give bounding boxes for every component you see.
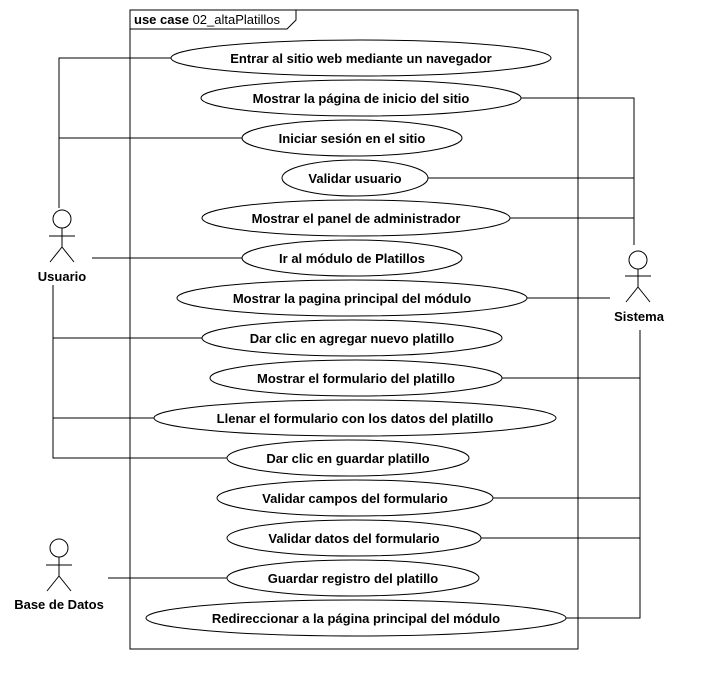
use-case-label: Validar datos del formulario <box>268 531 439 546</box>
actor-label: Base de Datos <box>14 597 104 612</box>
use-case-label: Mostrar la pagina principal del módulo <box>233 291 471 306</box>
assoc-usuario-llenar <box>52 338 155 419</box>
use-case-label: Mostrar el panel de administrador <box>252 211 461 226</box>
actor-base-datos[interactable]: Base de Datos <box>14 538 104 612</box>
use-case-label: Ir al módulo de Platillos <box>279 251 425 266</box>
actor-usuario[interactable]: Usuario <box>38 209 86 284</box>
use-case-label: Llenar el formulario con los datos del p… <box>217 411 494 426</box>
use-case-label: Dar clic en guardar platillo <box>266 451 429 466</box>
use-case-label: Validar campos del formulario <box>262 491 448 506</box>
use-case-agregar-platillo[interactable]: Dar clic en agregar nuevo platillo <box>201 319 503 357</box>
assoc-sistema-formulario <box>566 330 641 619</box>
assoc-usuario-guardar <box>52 418 228 459</box>
use-case-label: Mostrar la página de inicio del sitio <box>253 91 470 106</box>
assoc-sistema-mostrar-inicio <box>521 97 635 245</box>
use-case-pagina-modulo[interactable]: Mostrar la pagina principal del módulo <box>176 279 528 317</box>
use-case-panel-admin[interactable]: Mostrar el panel de administrador <box>201 199 511 237</box>
stick-figure-icon <box>625 250 651 303</box>
frame-tab <box>130 10 297 30</box>
use-case-iniciar-sesion[interactable]: Iniciar sesión en el sitio <box>241 119 463 157</box>
frame-title: use case 02_altaPlatillos <box>134 12 281 27</box>
system-frame: use case 02_altaPlatillos <box>129 9 579 650</box>
use-case-label: Mostrar el formulario del platillo <box>257 371 455 386</box>
use-cases: Entrar al sitio web mediante un navegado… <box>145 39 567 637</box>
use-case-llenar-formulario[interactable]: Llenar el formulario con los datos del p… <box>153 399 557 437</box>
use-case-entrar-sitio[interactable]: Entrar al sitio web mediante un navegado… <box>170 39 552 77</box>
use-case-label: Entrar al sitio web mediante un navegado… <box>230 51 492 66</box>
use-case-guardar-registro[interactable]: Guardar registro del platillo <box>226 559 480 597</box>
stick-figure-icon <box>49 209 75 263</box>
use-case-mostrar-formulario[interactable]: Mostrar el formulario del platillo <box>209 359 503 397</box>
associations <box>52 57 641 619</box>
actor-label: Sistema <box>614 309 665 324</box>
use-case-label: Guardar registro del platillo <box>268 571 439 586</box>
actor-label: Usuario <box>38 269 86 284</box>
use-case-guardar-platillo[interactable]: Dar clic en guardar platillo <box>226 439 470 477</box>
use-case-mostrar-inicio[interactable]: Mostrar la página de inicio del sitio <box>200 79 522 117</box>
stick-figure-icon <box>46 538 72 592</box>
use-case-label: Validar usuario <box>308 171 401 186</box>
use-case-redireccionar[interactable]: Redireccionar a la página principal del … <box>145 599 567 637</box>
assoc-usuario-dar-clic-agregar <box>52 285 203 339</box>
use-case-validar-usuario[interactable]: Validar usuario <box>281 159 429 197</box>
assoc-usuario-entrar <box>58 57 172 208</box>
use-case-label: Redireccionar a la página principal del … <box>212 611 500 626</box>
use-case-ir-modulo[interactable]: Ir al módulo de Platillos <box>241 239 463 277</box>
actor-sistema[interactable]: Sistema <box>614 250 665 324</box>
use-case-validar-datos[interactable]: Validar datos del formulario <box>226 519 482 557</box>
use-case-label: Dar clic en agregar nuevo platillo <box>250 331 455 346</box>
use-case-validar-campos[interactable]: Validar campos del formulario <box>216 479 494 517</box>
use-case-label: Iniciar sesión en el sitio <box>279 131 426 146</box>
